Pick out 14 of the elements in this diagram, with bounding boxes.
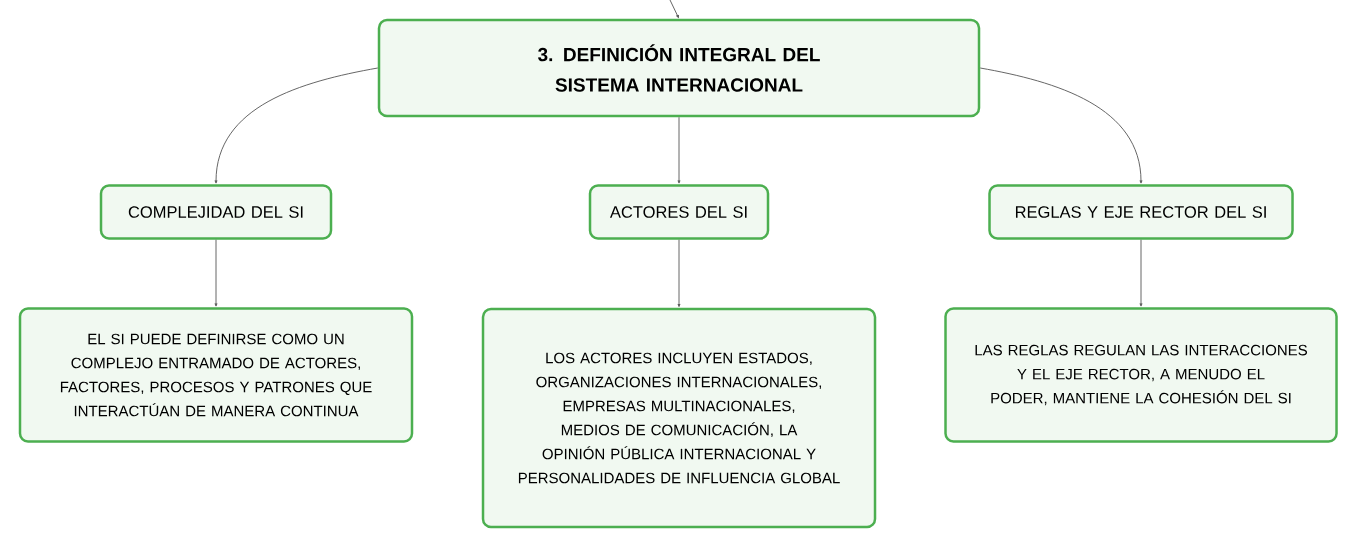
arrow [979,67,1143,184]
arrow [214,67,379,184]
arrow [677,239,681,308]
topic-box: COMPLEJIDAD DEL SI [99,184,333,240]
title-box: 3. DEFINICIÓN INTEGRAL DEL SISTEMA INTERNACIONAL [377,18,981,118]
description-box: LAS REGLAS REGULAN LAS INTERACCIONES Y EL EJE RECTOR, A MENUDO EL PODER, MANTIENE LA COHESIÓN DEL SI [944,307,1338,443]
topic-box: REGLAS Y EJE RECTOR DEL SI [988,184,1294,240]
arrow [669,0,679,19]
description-box: LOS ACTORES INCLUYEN ESTADOS, ORGANIZACIONES INTERNACIONALES, EMPRESAS MULTINACIONALES, MEDIOS DE COMUNICACIÓN, LA OPINIÓN PÚBLICA INTERNACIONAL Y PERSONALIDADES DE INFLUENCIA GLOBAL [481,307,877,529]
topic-box: ACTORES DEL SI [588,184,770,240]
arrow [1139,239,1143,307]
description-box: EL SI PUEDE DEFINIRSE COMO UN COMPLEJO ENTRAMADO DE ACTORES, FACTORES, PROCESOS Y PATRONES QUE INTERACTÚAN DE MANERA CONTINUA [18,307,414,443]
arrow [214,239,218,307]
arrow [677,116,681,184]
